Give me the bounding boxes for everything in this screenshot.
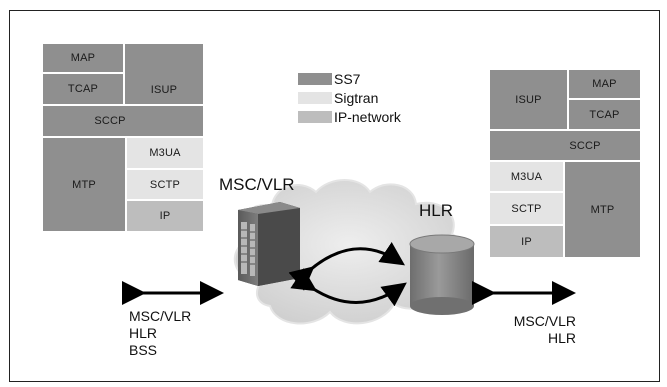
right-caption-line-2: HLR — [547, 330, 576, 346]
right-ip-label: IP — [521, 235, 532, 248]
left-mtp-block: MTP — [41, 136, 127, 233]
left-link-caption: MSC/VLR HLR BSS — [129, 308, 191, 359]
left-isup-label: ISUP — [150, 84, 178, 96]
left-ip-block: IP — [125, 199, 205, 233]
left-sctp-label: SCTP — [149, 178, 181, 191]
right-mtp-label: MTP — [590, 203, 615, 216]
left-tcap-label: TCAP — [67, 83, 99, 95]
left-map-label: MAP — [70, 52, 96, 64]
right-mtp-block: MTP — [563, 160, 642, 259]
left-mtp-label: MTP — [72, 178, 96, 191]
right-sctp-label: SCTP — [511, 202, 542, 215]
legend-swatch-ss7 — [298, 73, 332, 85]
left-m3ua-label: M3UA — [149, 147, 181, 159]
right-link-caption: MSC/VLR HLR — [500, 313, 576, 347]
right-tcap-label: TCAP — [589, 108, 620, 121]
right-map-label: MAP — [592, 78, 617, 90]
right-map-block: MAP — [567, 68, 642, 100]
msc-vlr-label: MSC/VLR — [219, 175, 295, 194]
right-caption-line-1: MSC/VLR — [513, 313, 576, 329]
left-map-block: MAP — [41, 42, 125, 74]
left-caption-line-1: MSC/VLR — [129, 308, 192, 324]
hlr-label: HLR — [419, 201, 454, 220]
hlr-database-icon — [409, 234, 475, 315]
legend-item-ip-network: IP-network — [298, 109, 401, 125]
left-ip-label: IP — [159, 210, 171, 222]
left-m3ua-block: M3UA — [125, 136, 205, 170]
legend-swatch-ip-network — [298, 111, 332, 123]
right-isup-label: ISUP — [515, 93, 542, 106]
left-caption-line-2: HLR — [129, 325, 158, 341]
legend-item-sigtran: Sigtran — [298, 90, 378, 106]
legend-swatch-sigtran — [298, 92, 332, 104]
msc-vlr-server-icon — [238, 202, 300, 286]
signaling-arrows — [288, 242, 407, 307]
left-sccp-label: SCCP — [94, 115, 126, 127]
left-sctp-block: SCTP — [125, 168, 205, 201]
legend-label-sigtran: Sigtran — [334, 90, 379, 106]
legend-item-ss7: SS7 — [298, 71, 360, 87]
right-m3ua-label: M3UA — [510, 170, 543, 183]
legend-label-ip-network: IP-network — [334, 109, 401, 125]
left-caption-line-3: BSS — [129, 342, 158, 358]
legend-label-ss7: SS7 — [334, 71, 361, 87]
right-sccp-label: SCCP — [569, 139, 601, 152]
